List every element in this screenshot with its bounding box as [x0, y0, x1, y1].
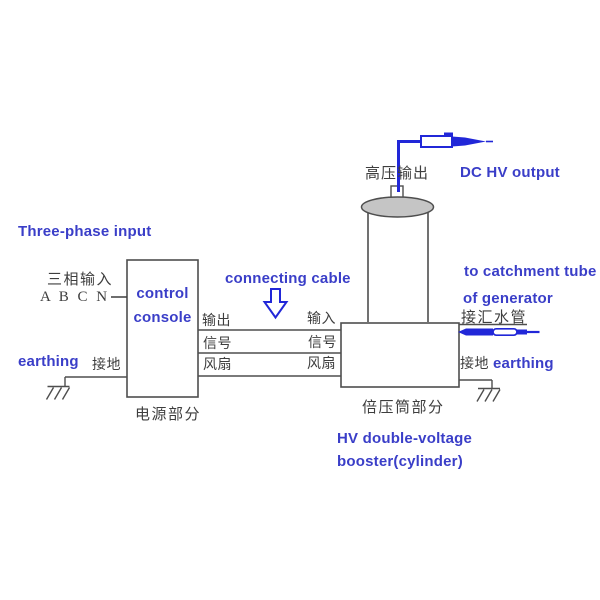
earth-wire-right: [459, 379, 493, 389]
hv-connector-plug: [420, 132, 493, 148]
catchment-tube-cn-label: 接汇水管: [461, 308, 528, 326]
earth-hatch-right: [476, 387, 501, 402]
booster-en-caption-line2: booster(cylinder): [337, 453, 463, 470]
booster-port-fan-label: 风扇: [307, 356, 336, 372]
control-console-box: [126, 259, 199, 398]
hv-cable: [397, 140, 423, 192]
hv-plug-tip: [452, 136, 486, 147]
catchment-connector-plug: [458, 327, 540, 337]
catchment-plug-seg: [517, 329, 527, 335]
earthing-left-label: earthing: [18, 353, 79, 370]
cylinder-top-ellipse: [360, 196, 435, 218]
earthing-right-cn-label: 接地: [460, 356, 489, 372]
console-port-output-label: 输出: [202, 313, 231, 329]
booster-port-input-label: 输入: [307, 311, 336, 327]
earth-hatch-left: [45, 385, 71, 400]
hv-plug-body: [420, 135, 453, 148]
hv-output-cn-label: 高压输出: [365, 164, 430, 182]
booster-en-caption-line1: HV double-voltage: [337, 430, 473, 447]
console-port-signal-label: 信号: [203, 336, 232, 352]
booster-port-signal-label: 信号: [308, 335, 337, 351]
catchment-plug-bar: [458, 328, 493, 336]
three-phase-input-label: Three-phase input: [18, 223, 152, 240]
ground-symbol-right: [459, 379, 501, 402]
booster-base-box: [340, 322, 460, 388]
earthing-right-label: earthing: [493, 355, 554, 372]
catchment-tube-label-line1: to catchment tube: [464, 263, 597, 280]
power-section-caption: 电源部分: [135, 405, 202, 423]
earthing-left-cn-label: 接地: [92, 357, 121, 373]
hv-plug-notch: [444, 132, 453, 137]
cylinder-sides: [367, 212, 429, 322]
booster-section-caption: 倍压筒部分: [362, 398, 445, 416]
down-arrow-icon: [262, 288, 289, 320]
catchment-tube-label-line2: of generator: [463, 290, 553, 307]
connection-lines: [198, 329, 341, 377]
console-label-line1: control: [136, 285, 189, 302]
connecting-cable-label: connecting cable: [225, 270, 351, 287]
catchment-plug-lens: [492, 327, 518, 337]
phase-letters-label: A B C N: [40, 289, 110, 305]
three-phase-input-cn-label: 三相输入: [47, 270, 114, 288]
ground-symbol-left: [45, 376, 127, 400]
console-label-line2: console: [133, 309, 192, 326]
booster-cylinder-shape: [360, 185, 435, 322]
earth-wire-left: [64, 376, 127, 387]
dc-hv-output-label: DC HV output: [460, 164, 560, 181]
console-port-fan-label: 风扇: [203, 357, 232, 373]
